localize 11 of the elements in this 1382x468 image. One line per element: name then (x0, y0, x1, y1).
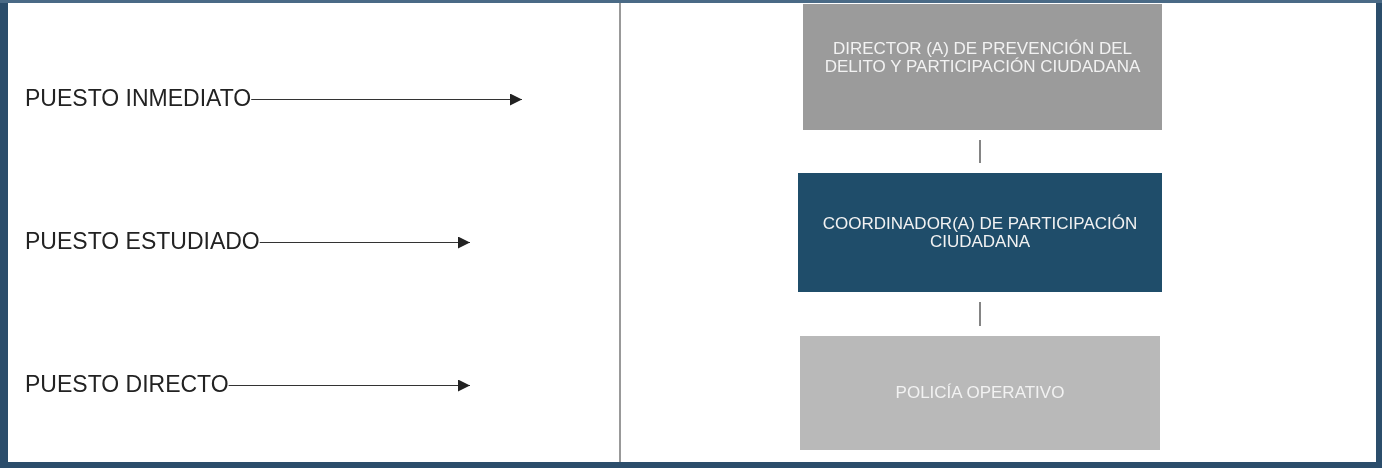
arrow (228, 379, 471, 392)
position-label: PUESTO ESTUDIADO (25, 230, 260, 253)
arrow (259, 236, 471, 249)
position-label: PUESTO DIRECTO (25, 373, 229, 396)
org-chart-box: POLICÍA OPERATIVO (800, 336, 1160, 450)
org-chart-box: DIRECTOR (A) DE PREVENCIÓN DEL DELITO Y PARTICIPACIÓN CIUDADANA (803, 4, 1162, 130)
arrow (250, 93, 523, 106)
position-label: PUESTO INMEDIATO (25, 87, 252, 110)
connector-line (979, 139, 981, 164)
org-chart-box: COORDINADOR(A) DE PARTICIPACIÓN CIUDADANA (798, 173, 1162, 292)
connector-line (979, 301, 981, 327)
